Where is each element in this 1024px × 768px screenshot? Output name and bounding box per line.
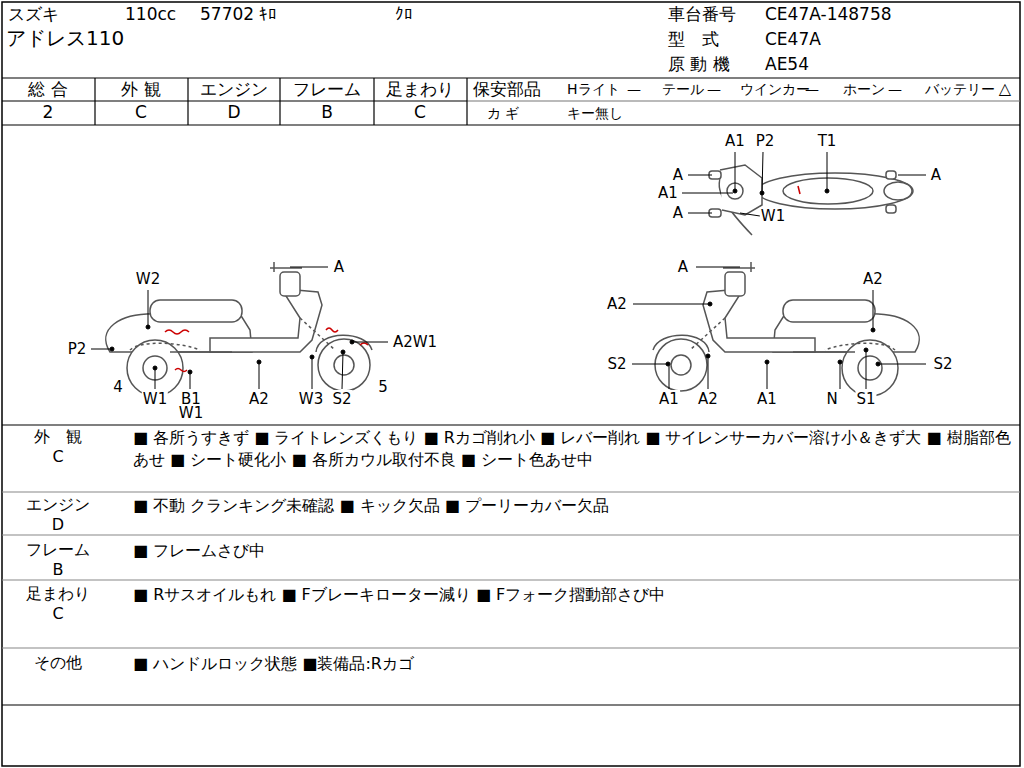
sheet-cell-text: D: [227, 102, 240, 122]
sheet-cell-text: 2: [43, 102, 54, 122]
callout-code: A2: [697, 390, 719, 408]
callout-code: W1: [142, 390, 168, 408]
callout-code: S2: [932, 355, 953, 373]
sheet-cell-text: C: [414, 102, 426, 122]
sheet-cell-text: 110cc: [125, 4, 176, 24]
sheet-cell-text: アドレス110: [6, 26, 124, 50]
callout-code: A1: [756, 390, 778, 408]
callout-code: A: [672, 204, 684, 222]
callout-code: S1: [855, 390, 876, 408]
inspection-note: 足まわり: [26, 584, 90, 603]
sheet-cell-text: C: [135, 102, 147, 122]
callout-code: A1: [658, 390, 680, 408]
sheet-cell-text: エンジン: [200, 79, 268, 99]
sheet-cell-text: 足まわり: [386, 79, 454, 99]
sheet-cell-text: 保安部品: [473, 79, 541, 99]
sheet-cell-text: キー無し: [567, 105, 623, 122]
callout-code: A: [672, 166, 684, 184]
sheet-cell-text: CE47A-148758: [765, 4, 892, 24]
sheet-cell-text: AE54: [765, 54, 809, 74]
sheet-cell-text: カ ギ: [487, 105, 519, 122]
sheet-cell-text: B: [321, 102, 333, 122]
inspection-note: 外 観: [34, 427, 82, 446]
callout-code: A2: [606, 295, 628, 313]
inspection-note: C: [52, 604, 63, 623]
inspection-note: B: [53, 560, 64, 579]
callout-code: W2: [135, 270, 161, 288]
callout-code: A: [333, 258, 345, 276]
sheet-cell-text: スズキ: [8, 4, 59, 24]
sheet-cell-text: フレーム: [293, 79, 361, 99]
callout-code: P2: [755, 132, 776, 150]
sheet-cell-text: —: [805, 81, 819, 98]
callout-code: S2: [331, 390, 352, 408]
sheet-cell-text: CE47A: [765, 29, 821, 49]
sheet-cell-text: テール: [662, 81, 704, 98]
callout-code: T1: [817, 132, 838, 150]
sheet-cell-text: 車台番号: [668, 4, 736, 24]
callout-code: A1: [657, 184, 679, 202]
sheet-cell-text: バッテリー: [925, 81, 995, 98]
callout-code: A2: [248, 390, 270, 408]
sheet-cell-text: —: [888, 81, 902, 98]
sheet-cell-text: 外 観: [121, 79, 160, 99]
callout-code: W3: [298, 390, 324, 408]
callout-code: W1: [178, 404, 204, 422]
inspection-note: ■ 不動 クランキング未確認 ■ キック欠品 ■ プーリーカバー欠品: [133, 495, 1013, 517]
callout-code: 4: [112, 378, 124, 396]
sheet-cell-text: △: [999, 79, 1011, 98]
inspection-note: ■ フレームさび中: [133, 540, 1013, 562]
inspection-note: フレーム: [26, 540, 90, 559]
sheet-cell-text: ウインカー: [740, 81, 810, 98]
callout-code: A2W1: [392, 333, 438, 351]
callout-code: S2: [606, 355, 627, 373]
sheet-cell-text: 総 合: [28, 79, 67, 99]
sheet-cell-text: 57702 ｷﾛ: [200, 4, 277, 24]
callout-code: P2: [67, 340, 88, 358]
sheet-cell-text: 型 式: [668, 29, 719, 49]
inspection-note: ■ ハンドルロック状態 ■装備品:Rカゴ: [133, 653, 1013, 675]
sheet-cell-text: ホーン: [843, 81, 885, 98]
sheet-cell-text: —: [627, 81, 641, 98]
inspection-note: ■ Rサスオイルもれ ■ Fブレーキローター減り ■ Fフォーク摺動部さび中: [133, 584, 1013, 606]
callout-code: A: [930, 166, 942, 184]
inspection-note: ■ 各所うすきず ■ ライトレンズくもり ■ Rカゴ削れ小 ■ レバー削れ ■ …: [133, 427, 1013, 470]
inspection-note: その他: [34, 653, 82, 672]
callout-code: A2: [862, 270, 884, 288]
callout-code: A: [677, 258, 689, 276]
callout-code: N: [825, 390, 838, 408]
inspection-note: エンジン: [26, 495, 90, 514]
callout-code: W1: [760, 207, 786, 225]
inspection-note: C: [52, 447, 63, 466]
callout-code: 5: [377, 378, 389, 396]
sheet-cell-text: ｸﾛ: [395, 4, 413, 24]
callout-code: A1: [724, 132, 746, 150]
sheet-cell-text: Hライト: [567, 81, 620, 98]
inspection-note: D: [52, 515, 64, 534]
sheet-cell-text: 原 動 機: [668, 54, 730, 74]
sheet-cell-text: —: [707, 81, 721, 98]
